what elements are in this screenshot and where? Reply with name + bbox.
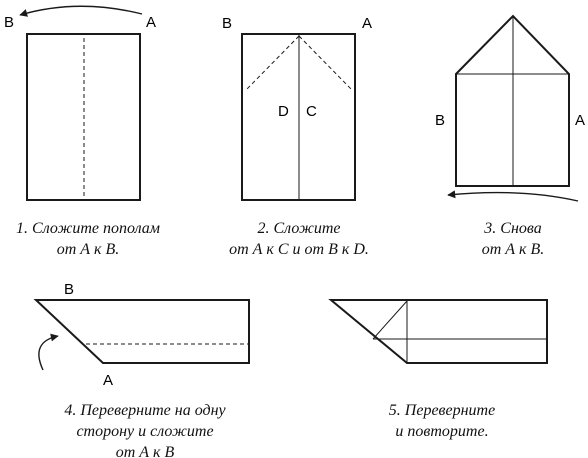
step-3-paper [455,14,570,187]
step-1-point-b: B [4,14,14,31]
step-2-point-a: A [362,15,372,32]
step-2-right-fold-line [298,35,353,91]
step-3-point-b: B [435,112,445,129]
step-5-diagonal-line [372,300,408,340]
step-5-caption: 5. Переверните и повторите. [364,400,520,442]
step-1-figure: B A [4,5,156,201]
step-2-left-fold-line [245,35,300,91]
step-4-paper [33,299,250,364]
step-2-point-d: D [278,103,289,120]
step-3-caption: 3. Снова от А к В. [458,218,568,260]
step-1-fold-arrow [19,5,143,17]
step-5-caption-line: и повторите. [395,423,489,440]
step-3-figure: B A [435,14,585,202]
step-3-point-a: A [575,112,585,129]
step-1-caption: 1. Сложите пополам от А к В. [0,218,176,260]
step-2-point-c: C [306,103,317,120]
step-4-caption: 4. Переверните на одну сторону и сложите… [30,400,260,458]
step-4-point-b: B [64,281,74,298]
step-4-figure: B A [33,281,250,389]
step-2-paper [241,33,356,201]
step-5-paper [328,299,548,364]
step-4-caption-line: сторону и сложите [76,423,214,440]
step-5-caption-line: 5. Переверните [388,402,496,419]
step-4-caption-line: от А к В [115,444,175,458]
step-3-caption-line: 3. Снова [484,220,542,237]
step-4-point-a: A [103,372,113,389]
step-3-fold-arrow [447,190,579,202]
step-4-fold-arrow [38,333,59,371]
step-1-point-a: A [146,14,156,31]
step-2-caption-line: 2. Сложите [257,220,341,237]
step-1-paper [26,33,141,201]
step-2-figure: B A D C [222,15,372,201]
step-3-caption-line: от А к В. [481,241,545,258]
step-2-caption-line: от А к С и от В к D. [229,241,369,258]
step-1-caption-line: 1. Сложите пополам [16,220,160,237]
step-4-caption-line: 4. Переверните на одну [64,402,226,419]
step-2-point-b: B [222,15,232,32]
step-5-figure [328,299,548,364]
step-1-caption-line: от А к В. [56,241,120,258]
step-2-caption: 2. Сложите от А к С и от В к D. [204,218,394,260]
